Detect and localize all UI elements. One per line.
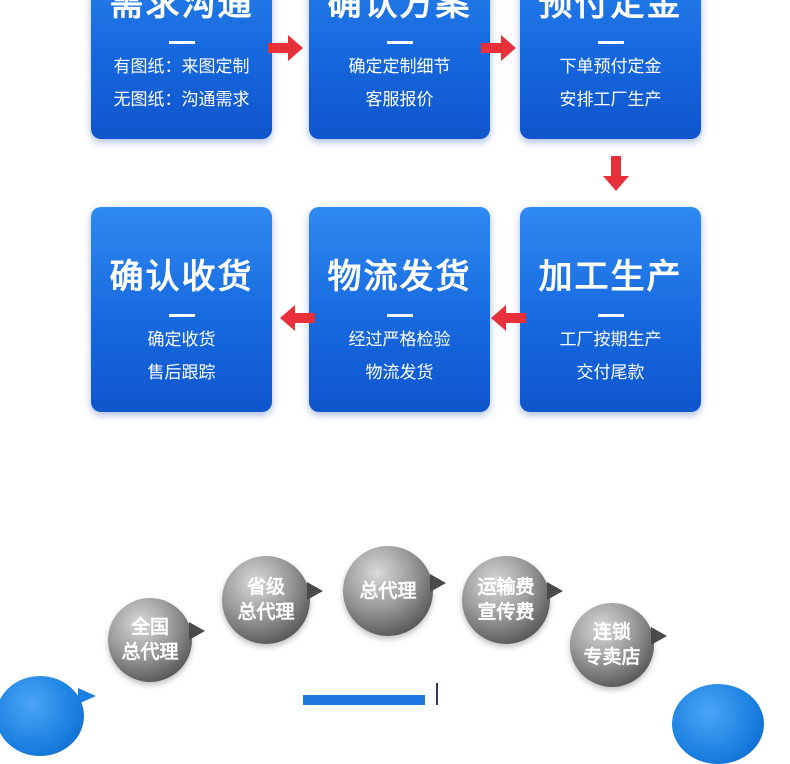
step-title: 需求沟通 — [109, 0, 254, 24]
step-title: 物流发货 — [327, 257, 472, 297]
bubble-text: 省级 — [246, 576, 285, 598]
arrow-right-icon — [481, 34, 517, 62]
step-detail-2: 客服报价 — [365, 90, 434, 110]
step-card-production: 加工生产 工厂按期生产 交付尾款 — [520, 207, 701, 412]
arrow-left-icon — [490, 304, 526, 332]
bubble-chain-store: 连锁 专卖店 — [570, 603, 667, 687]
step-divider — [168, 41, 195, 44]
step-divider — [597, 314, 624, 317]
bubble-text: 总代理 — [359, 579, 417, 602]
blue-circle-decoration — [672, 684, 764, 764]
blue-circle-decoration — [0, 676, 84, 756]
divider-line — [436, 683, 438, 705]
bubble-text: 总代理 — [121, 641, 179, 663]
step-divider — [386, 314, 413, 317]
step-detail-1: 有图纸：来图定制 — [113, 57, 250, 77]
step-detail-1: 下单预付定金 — [559, 57, 662, 77]
step-detail-1: 工厂按期生产 — [559, 330, 662, 350]
step-detail-2: 安排工厂生产 — [559, 90, 662, 110]
step-detail-1: 经过严格检验 — [348, 330, 451, 350]
step-card-shipping: 物流发货 经过严格检验 物流发货 — [309, 207, 490, 412]
step-title: 确认收货 — [109, 257, 254, 297]
step-divider — [168, 314, 195, 317]
step-detail-2: 物流发货 — [365, 363, 434, 383]
step-title: 加工生产 — [538, 257, 683, 297]
step-title: 确认方案 — [327, 0, 472, 24]
step-card-confirm-plan: 确认方案 确定定制细节 客服报价 — [309, 0, 490, 139]
blue-circle-tail — [78, 688, 96, 704]
bubble-provincial-agent: 省级 总代理 — [222, 556, 323, 644]
bubble-fees: 运输费 宣传费 — [462, 556, 563, 644]
step-detail-2: 无图纸：沟通需求 — [113, 90, 250, 110]
step-card-confirm-receipt: 确认收货 确定收货 售后跟踪 — [91, 207, 272, 412]
arrow-down-icon — [602, 156, 630, 192]
bubble-text: 全国 — [130, 616, 169, 638]
step-card-deposit: 预付定金 下单预付定金 安排工厂生产 — [520, 0, 701, 139]
blue-bar-decoration — [303, 695, 425, 705]
bubble-text: 连锁 — [592, 621, 631, 643]
step-detail-2: 售后跟踪 — [147, 363, 216, 383]
step-detail-2: 交付尾款 — [576, 363, 645, 383]
step-divider — [386, 41, 413, 44]
bubble-text: 宣传费 — [477, 601, 535, 623]
bubble-text: 专卖店 — [583, 646, 641, 668]
arrow-left-icon — [279, 304, 315, 332]
bubble-text: 总代理 — [237, 601, 295, 623]
step-card-requirements: 需求沟通 有图纸：来图定制 无图纸：沟通需求 — [91, 0, 272, 139]
step-detail-1: 确定收货 — [147, 330, 216, 350]
bubble-text: 运输费 — [477, 576, 535, 598]
bubble-national-agent: 全国 总代理 — [108, 598, 205, 682]
step-title: 预付定金 — [538, 0, 683, 24]
bubble-general-agent: 总代理 — [343, 546, 446, 636]
arrow-right-icon — [268, 34, 304, 62]
step-divider — [597, 41, 624, 44]
step-detail-1: 确定定制细节 — [348, 57, 451, 77]
